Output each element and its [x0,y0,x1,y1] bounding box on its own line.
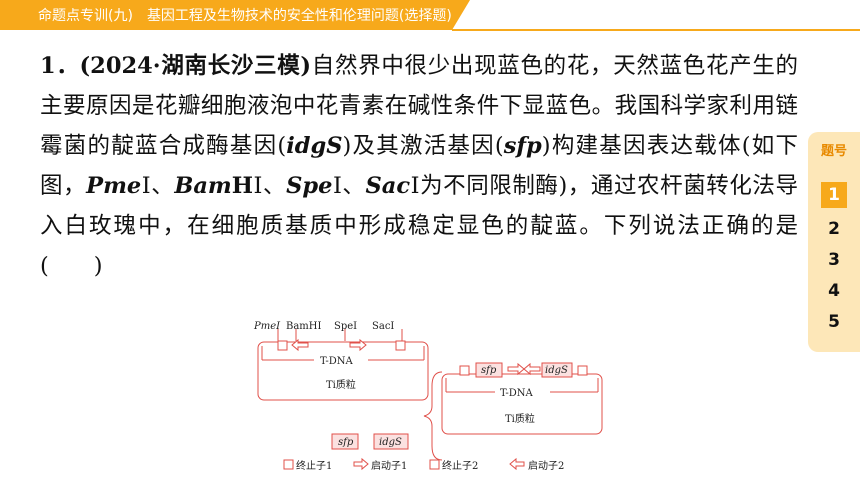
legend-terminator2-icon [429,459,440,470]
gene-name: idgS [286,133,343,159]
sfp-fragment-box [331,433,359,450]
enzyme-name: Bam [174,173,232,199]
question-nav-item-3[interactable]: 3 [828,250,840,270]
plasmid-label: Ti质粒 [326,378,356,391]
promoter2-arrow [291,338,309,352]
question-number: 1． [40,53,80,79]
header-title: 命题点专训(九) [38,8,133,24]
legend-promoter2: 启动子2 [528,459,564,472]
separator: 、 [151,173,175,199]
question-nav-item-5[interactable]: 5 [828,312,840,332]
promoter2-arrow-right [523,362,541,376]
sfp-gene-label: sfp [481,365,497,376]
plasmid2-label: Ti质粒 [505,412,535,425]
enzyme-label-sac: SacⅠ [372,321,394,332]
header-text: 命题点专训(九) 基因工程及生物技术的安全性和伦理问题(选择题) [38,5,452,25]
enzyme-label-spe: SpeⅠ [334,321,357,332]
question-part: ) [93,253,103,279]
enzyme-letter: H [231,173,253,199]
left-plasmid-outline [257,341,429,401]
enzyme-numeral: Ⅰ [332,173,343,199]
idgs-fragment-box [373,433,409,450]
sfp-gene-box [475,362,503,378]
enzyme-numeral: Ⅰ [410,173,421,199]
separator: 、 [263,173,287,199]
tdna2-label: T-DNA [500,388,534,399]
header: 命题点专训(九) 基因工程及生物技术的安全性和伦理问题(选择题) [0,0,860,31]
question-nav-item-4[interactable]: 4 [828,281,840,301]
question-nav-item-2[interactable]: 2 [828,219,840,239]
enzyme-numeral: Ⅰ [252,173,264,199]
header-line [452,29,860,31]
tdna-label: T-DNA [320,356,354,367]
legend-terminator1: 终止子1 [296,459,332,472]
question-nav-label: 题号 [820,144,847,159]
idgs-gene-label: idgS [545,365,568,376]
answer-blank[interactable] [49,253,94,279]
terminator1-box [277,340,288,351]
question-part: 为不同限制酶)，通过农杆菌转化法导入白玫瑰中，在细胞质基质中形成稳定显色的靛蓝。… [40,173,798,279]
legend-promoter1-icon [353,457,369,471]
question-part: )及其激活基因( [342,133,504,159]
idgs-gene-box [541,362,573,378]
enzyme-name: Spe [286,173,333,199]
legend-promoter2-icon [509,457,525,471]
legend-terminator2: 终止子2 [442,459,478,472]
terminator2-box [395,340,406,351]
right-plasmid-outline [441,373,603,435]
question-text: 1．(2024·湖南长沙三模)自然界中很少出现蓝色的花，天然蓝色花产生的主要原因… [40,46,798,286]
terminator1-box-right [459,365,470,376]
question-nav-item-1[interactable]: 1 [821,182,847,208]
enzyme-label-pme: PmeⅠ [253,321,281,332]
enzyme-name: Pme [86,173,142,199]
header-subtitle: 基因工程及生物技术的安全性和伦理问题(选择题) [146,8,452,24]
idgs-fragment-label: idgS [379,437,402,448]
question-part: )构建基因表达载体(如下图， [40,133,798,199]
question-nav: 题号 1 2 3 4 5 [808,132,860,352]
header-bar [0,0,470,30]
legend-terminator1-icon [283,459,294,470]
promoter1-arrow-right [507,362,525,376]
vector-diagram: PmeⅠ BamHⅠ SpeⅠ SacⅠ T-DNA Ti质粒 T-DNA Ti… [253,321,603,472]
enzyme-numeral: Ⅰ [141,173,152,199]
brace [423,371,443,461]
terminator2-box-right [577,365,588,376]
sfp-fragment-label: sfp [338,437,354,448]
separator: 、 [342,173,366,199]
question-source: (2024·湖南长沙三模) [79,53,312,79]
gene-name: sfp [503,133,542,159]
enzyme-name: Sac [365,173,411,199]
promoter1-arrow [349,338,367,352]
enzyme-label-bam: BamHⅠ [286,321,322,332]
question-part: 自然界中很少出现蓝色的花，天然蓝色花产生的主要原因是花瓣细胞液泡中花青素在碱性条… [40,53,798,159]
legend-promoter1: 启动子1 [371,459,407,472]
